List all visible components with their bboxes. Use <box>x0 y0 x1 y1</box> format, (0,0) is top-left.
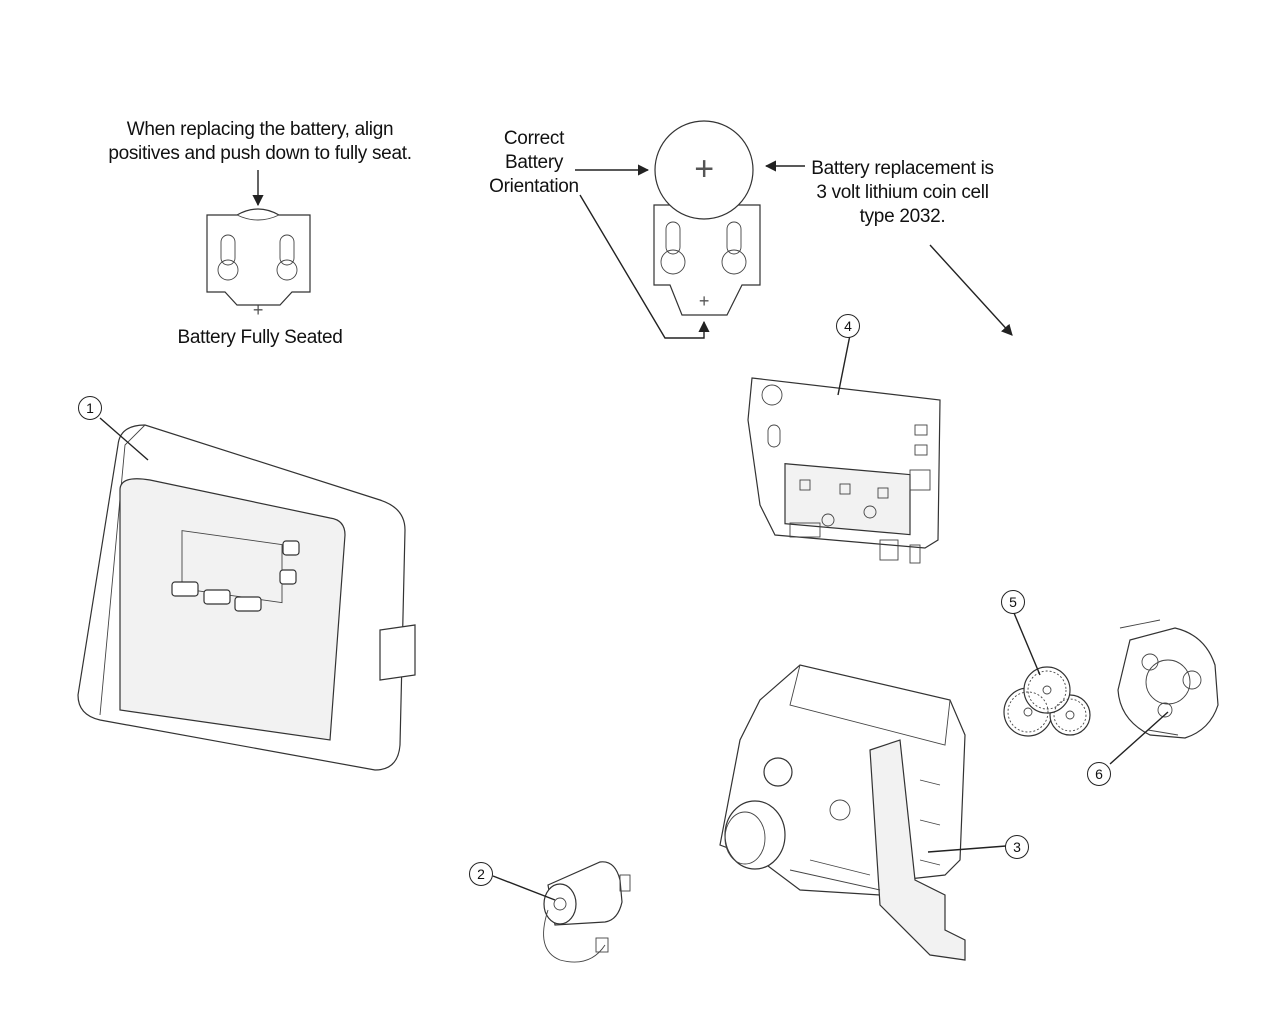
gear-icon <box>1023 666 1071 714</box>
replacement-line-1: Battery replacement is <box>811 158 994 179</box>
replacement-line-3: type 2032. <box>859 206 946 227</box>
holder-plus-sign: + <box>698 291 710 311</box>
callout-4: 4 <box>836 314 860 338</box>
replacement-note: Battery replacement is 3 volt lithium co… <box>800 157 1005 229</box>
align-instruction: When replacing the battery, align positi… <box>95 118 425 166</box>
callout-6: 6 <box>1087 762 1111 786</box>
arrow-icon <box>929 244 1013 336</box>
drive-bracket <box>719 664 1007 961</box>
correct-line-1: Correct <box>503 128 565 149</box>
correct-line-2: Battery <box>504 152 564 173</box>
motor <box>492 861 631 963</box>
coin-cell-plus-sign: + <box>694 150 714 188</box>
circuit-board <box>747 334 941 564</box>
fully-seated-caption: Battery Fully Seated <box>177 327 343 348</box>
battery-holder-seated <box>206 170 311 306</box>
controller-cover <box>77 417 416 771</box>
align-line-2: positives and push down to fully seat. <box>108 143 412 164</box>
callout-5: 5 <box>1001 590 1025 614</box>
callout-2: 2 <box>469 862 493 886</box>
gear-set <box>1003 612 1091 737</box>
coin-cell-icon <box>654 120 754 220</box>
battery-holder-icon <box>653 204 761 316</box>
callout-3: 3 <box>1005 835 1029 859</box>
callout-1: 1 <box>78 396 102 420</box>
arrow-icon <box>579 194 710 339</box>
correct-orientation-label: Correct Battery Orientation <box>478 127 590 199</box>
holder-plus-sign: + <box>252 300 264 320</box>
battery-holder-icon <box>206 208 311 306</box>
gear-cover <box>1109 619 1219 765</box>
battery-holder-orientation <box>575 120 1013 339</box>
correct-line-3: Orientation <box>489 176 579 197</box>
replacement-line-2: 3 volt lithium coin cell <box>816 182 989 203</box>
align-line-1: When replacing the battery, align <box>126 119 394 140</box>
